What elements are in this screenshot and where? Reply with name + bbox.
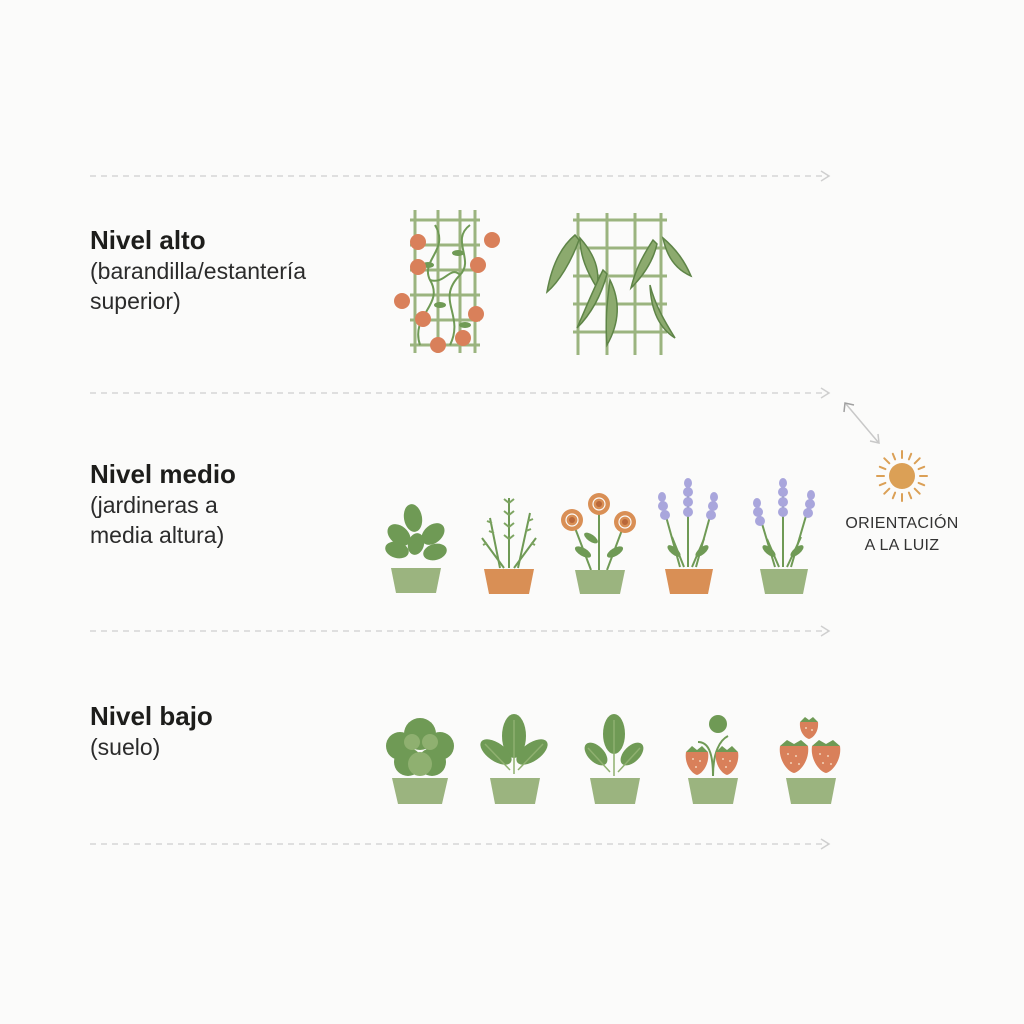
strawberry-pot-icon	[680, 712, 746, 807]
divider-mid-low	[90, 625, 835, 637]
lettuce-pot-icon	[384, 712, 456, 807]
divider-top	[90, 170, 835, 182]
flower-pot-icon	[557, 490, 641, 595]
tomato-trellis-icon	[390, 205, 505, 357]
level-low-label: Nivel bajo (suelo)	[90, 700, 213, 762]
divider-high-mid	[90, 387, 835, 399]
level-high-subtitle: (barandilla/estantería superior)	[90, 258, 307, 314]
lavender-pot-icon	[745, 477, 825, 595]
basil-pot-icon	[383, 500, 453, 595]
divider-bottom	[90, 838, 835, 850]
level-mid-title: Nivel medio	[90, 459, 236, 489]
rosemary-pot-icon	[478, 493, 540, 595]
level-low-title: Nivel bajo	[90, 701, 213, 731]
level-mid-label: Nivel medio (jardineras a media altura)	[90, 458, 236, 550]
sun-icon	[876, 450, 928, 502]
bean-trellis-icon	[545, 210, 695, 358]
light-orientation: ORIENTACIÓN A LA LUIZ	[836, 448, 968, 557]
level-mid-subtitle: (jardineras a media altura)	[90, 492, 225, 548]
light-direction-arrow	[840, 398, 884, 453]
level-high-title: Nivel alto	[90, 225, 206, 255]
orientation-label: ORIENTACIÓN A LA LUIZ	[836, 513, 968, 557]
level-high-label: Nivel alto (barandilla/estantería superi…	[90, 224, 306, 316]
orientation-line-1: ORIENTACIÓN	[845, 515, 959, 532]
chard-pot-icon	[582, 712, 648, 807]
strawberry-pot-icon	[778, 712, 844, 807]
lavender-pot-icon	[650, 477, 730, 595]
orientation-line-2: A LA LUIZ	[864, 537, 940, 554]
spinach-pot-icon	[480, 712, 550, 807]
level-low-subtitle: (suelo)	[90, 734, 161, 760]
